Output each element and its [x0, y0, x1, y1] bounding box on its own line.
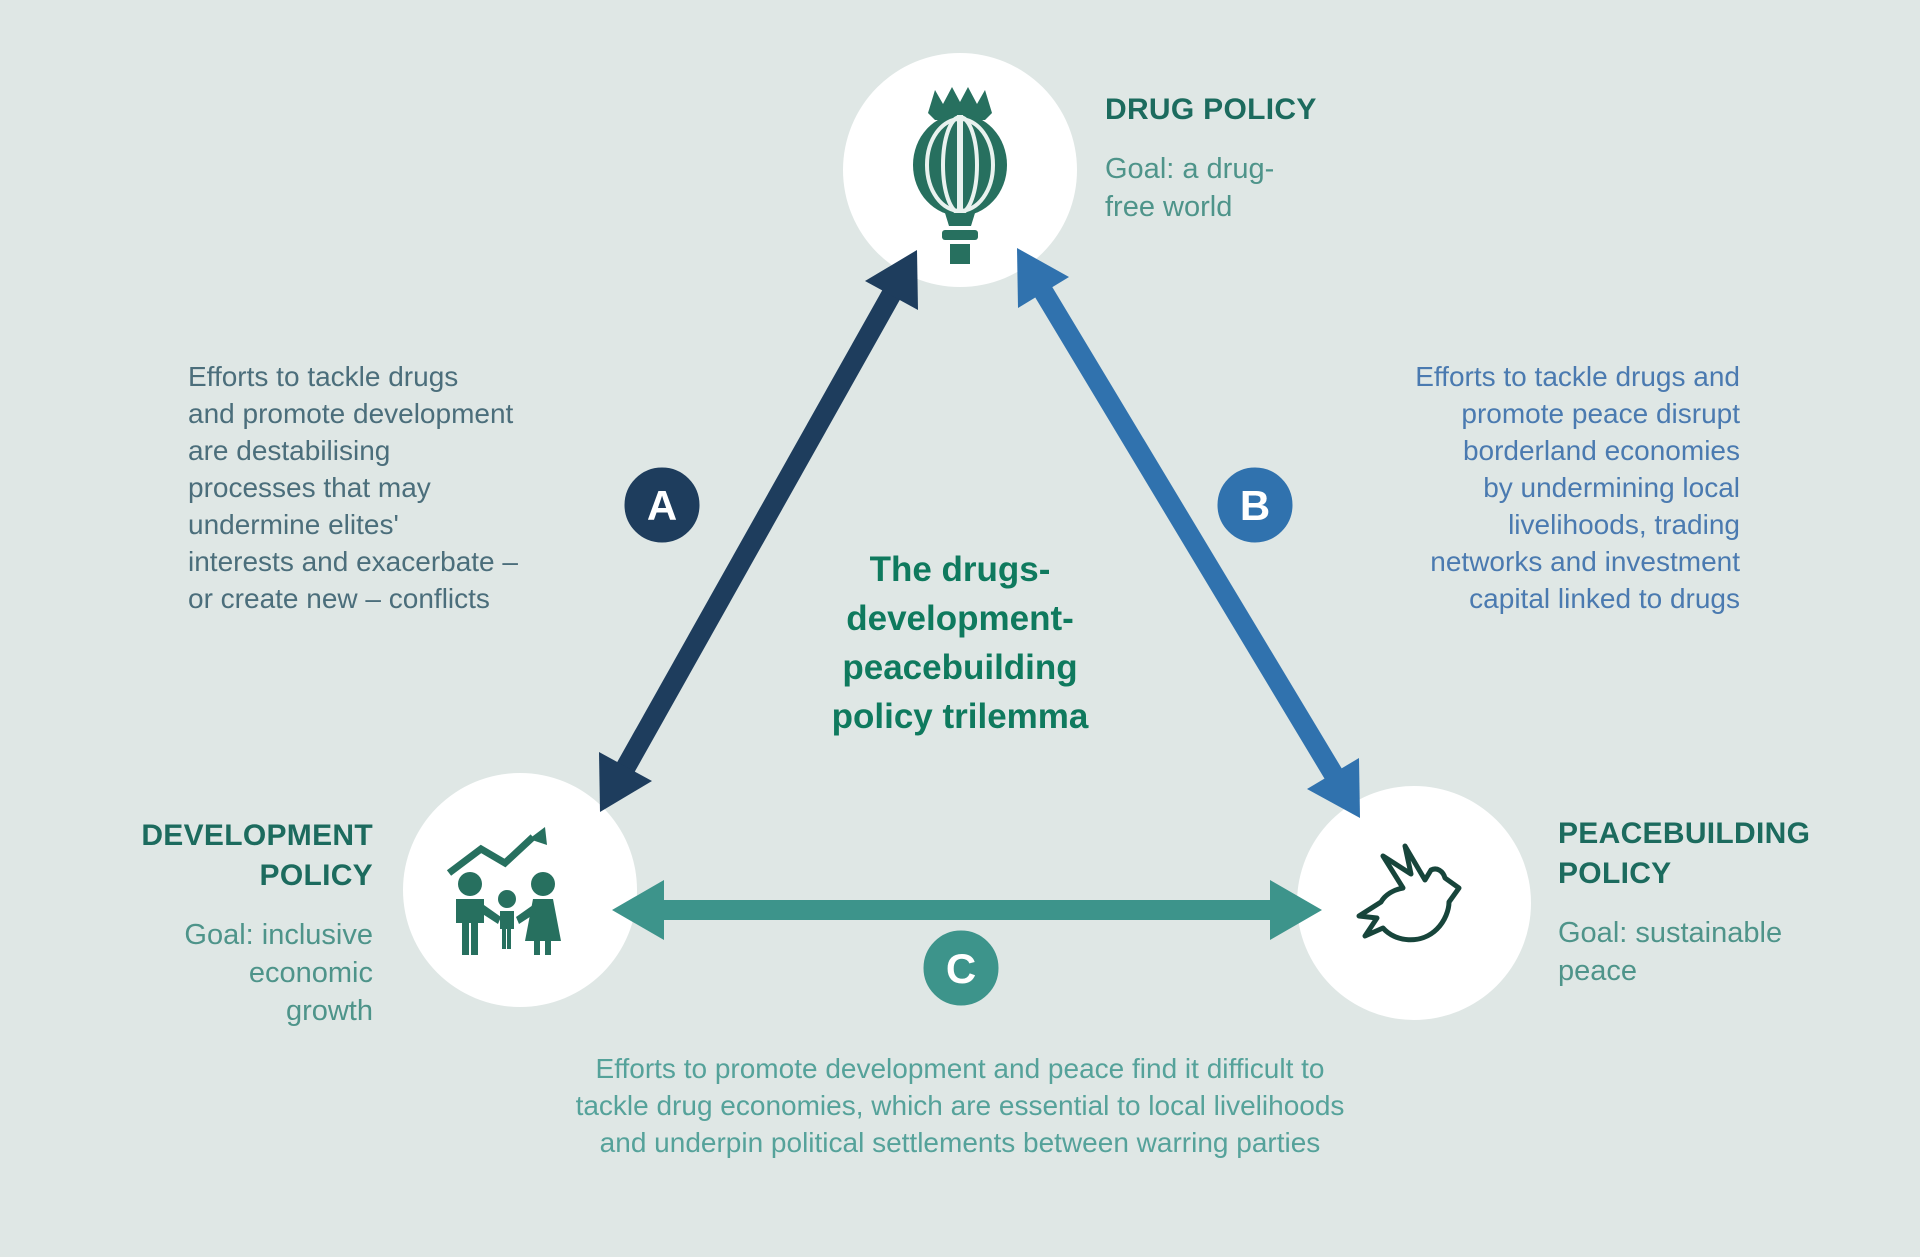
diagram-title: The drugs- development- peacebuilding po…	[831, 550, 1089, 736]
development-policy-node	[403, 773, 637, 1007]
edge-b-arrow	[1017, 248, 1360, 818]
svg-text:B: B	[1240, 482, 1270, 529]
edge-c-arrow	[612, 880, 1322, 940]
poppy-seed-pod-icon	[913, 87, 1007, 264]
family-growth-chart-icon	[446, 827, 561, 955]
development-policy-goal: Goal: inclusive economic growth	[184, 919, 373, 1027]
dove-icon	[1356, 843, 1462, 943]
peacebuilding-policy-goal: Goal: sustainable peace	[1558, 917, 1783, 987]
development-policy-label: DEVELOPMENT POLICY Goal: inclusive econo…	[141, 798, 373, 1048]
edge-b-description: Efforts to tackle drugs and promote peac…	[1415, 361, 1740, 614]
peacebuilding-policy-label: PEACEBUILDING POLICY Goal: sustainable p…	[1558, 796, 1810, 1008]
edge-b-badge: B	[1212, 462, 1298, 548]
svg-text:A: A	[647, 482, 677, 529]
edge-a-badge: A	[619, 462, 705, 548]
edge-a-description: Efforts to tackle drugs and promote deve…	[188, 361, 518, 614]
drug-policy-node	[843, 53, 1077, 287]
edge-c-badge: C	[918, 925, 1004, 1011]
edge-c-description: Efforts to promote development and peace…	[575, 1053, 1345, 1158]
edge-a-arrow	[599, 250, 918, 812]
svg-text:C: C	[946, 945, 976, 992]
development-policy-title: DEVELOPMENT POLICY	[141, 819, 373, 892]
drug-policy-title: DRUG POLICY	[1105, 93, 1317, 126]
drug-policy-goal: Goal: a drug- free world	[1105, 153, 1275, 223]
drug-policy-label: DRUG POLICY Goal: a drug- free world	[1105, 72, 1317, 244]
peacebuilding-policy-node	[1297, 786, 1531, 1020]
peacebuilding-policy-title: PEACEBUILDING POLICY	[1558, 817, 1811, 890]
